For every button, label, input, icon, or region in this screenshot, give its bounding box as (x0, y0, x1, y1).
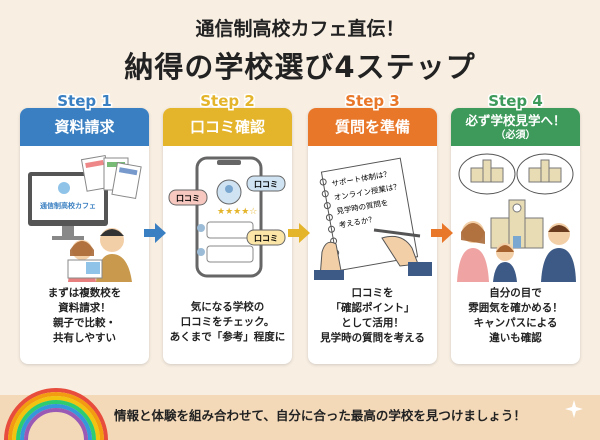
school-visit-illustration (457, 153, 576, 282)
step-card-1: Step 1 資料請求 通信制高校カフェ まずは複数校を資料請求！親子で比較・共… (20, 91, 149, 364)
svg-text:★★★★☆: ★★★★☆ (217, 207, 257, 217)
step-label: Step 4 (487, 91, 545, 112)
step-description: 自分の目で雰囲気を確かめる！キャンパスによる違いも確認 (468, 287, 563, 344)
notebook-illustration: サポート体制は？ オンライン授業は？ 見学時の質問を 考えるか？ (314, 157, 432, 280)
svg-text:口コミ: 口コミ (254, 234, 278, 243)
svg-text:口コミ: 口コミ (176, 194, 200, 203)
rainbow-icon (4, 388, 108, 440)
arrow-right-icon (288, 223, 310, 243)
logo-text: 通信制高校カフェ (40, 201, 96, 210)
step-label: Step 1 (56, 91, 114, 112)
smartphone-review-illustration: ★★★★☆ 口コミ 口コミ 口コミ (168, 156, 286, 278)
computer-family-illustration: 通信制高校カフェ (28, 154, 142, 282)
step-description: まずは複数校を資料請求！親子で比較・共有しやすい (47, 287, 122, 344)
step-title: 必ず学校見学へ！ （必須） (451, 108, 580, 146)
footer-message: 情報と体験を組み合わせて、自分に合った最高の学校を見つけましょう！ (114, 408, 526, 423)
step-label: Step 2 (199, 91, 257, 112)
arrow-right-icon (431, 223, 453, 243)
step-description: 気になる学校の口コミをチェック。あくまで「参考」程度に (169, 301, 286, 343)
arrow-right-icon (144, 223, 166, 243)
step-card-2: Step 2 口コミ確認 ★★★★☆ 口コミ 口コミ 口コミ 気になる学校の口コ… (163, 91, 292, 364)
title-line1: 通信制高校カフェ直伝！ (195, 18, 405, 40)
step-title: 質問を準備 (308, 108, 437, 146)
step-title: 口コミ確認 (163, 108, 292, 146)
step-title: 資料請求 (20, 108, 149, 146)
step-card-4: Step 4 必ず学校見学へ！ （必須） 自分の目で雰囲気を確かめる！キャンパス… (451, 91, 580, 364)
step-description: 口コミを「確認ポイント」として活用！見学時の質問を考える (320, 287, 425, 344)
step-subtitle: （必須） (495, 130, 536, 141)
step-card-3: Step 3 質問を準備 サポート体制は？ オンライン授業は？ 見学時の質問を … (308, 91, 437, 364)
sparkle-icon (565, 400, 583, 418)
step-label: Step 3 (344, 91, 402, 112)
svg-text:口コミ: 口コミ (254, 180, 278, 189)
step-title-text: 必ず学校見学へ！ (465, 113, 566, 128)
page-title: 納得の学校選び4ステップ (124, 50, 476, 84)
